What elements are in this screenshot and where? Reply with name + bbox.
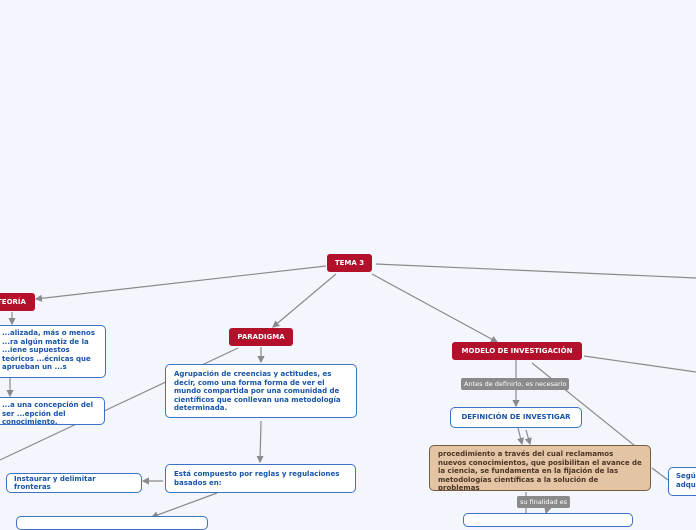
procedimiento-node[interactable]: procedimiento a través del cual reclamam… — [429, 445, 651, 491]
teoria-concepcion-node[interactable]: ...a una concepción del ser ...epción de… — [0, 397, 105, 425]
instaurar-fronteras-node[interactable]: Instaurar y delimitar fronteras — [6, 473, 142, 493]
finalidad-label: su finalidad es — [517, 496, 571, 508]
tema3-node[interactable]: TEMA 3 — [327, 254, 372, 272]
modelo-investigacion-node[interactable]: MODELO DE INVESTIGACIÓN — [452, 342, 582, 360]
paradigma-definition-node[interactable]: Agrupación de creencias y actitudes, es … — [165, 364, 357, 418]
bottom-left-node[interactable] — [16, 516, 208, 530]
segun-node[interactable]: Segú... adqu... — [668, 467, 696, 496]
compuesto-node[interactable]: Está compuesto por reglas y regulaciones… — [165, 464, 356, 493]
bottom-right-node[interactable] — [463, 513, 633, 527]
antes-label: Antes de definirlo, es necesario — [461, 378, 570, 390]
teoria-node[interactable]: TEORÍA — [0, 293, 35, 311]
paradigma-node[interactable]: PARADIGMA — [229, 328, 293, 346]
definicion-investigar-node[interactable]: DEFINICIÓN DE INVESTIGAR — [450, 407, 582, 428]
teoria-definition-node[interactable]: ...alizada, más o menos ...ra algún mati… — [0, 325, 106, 378]
